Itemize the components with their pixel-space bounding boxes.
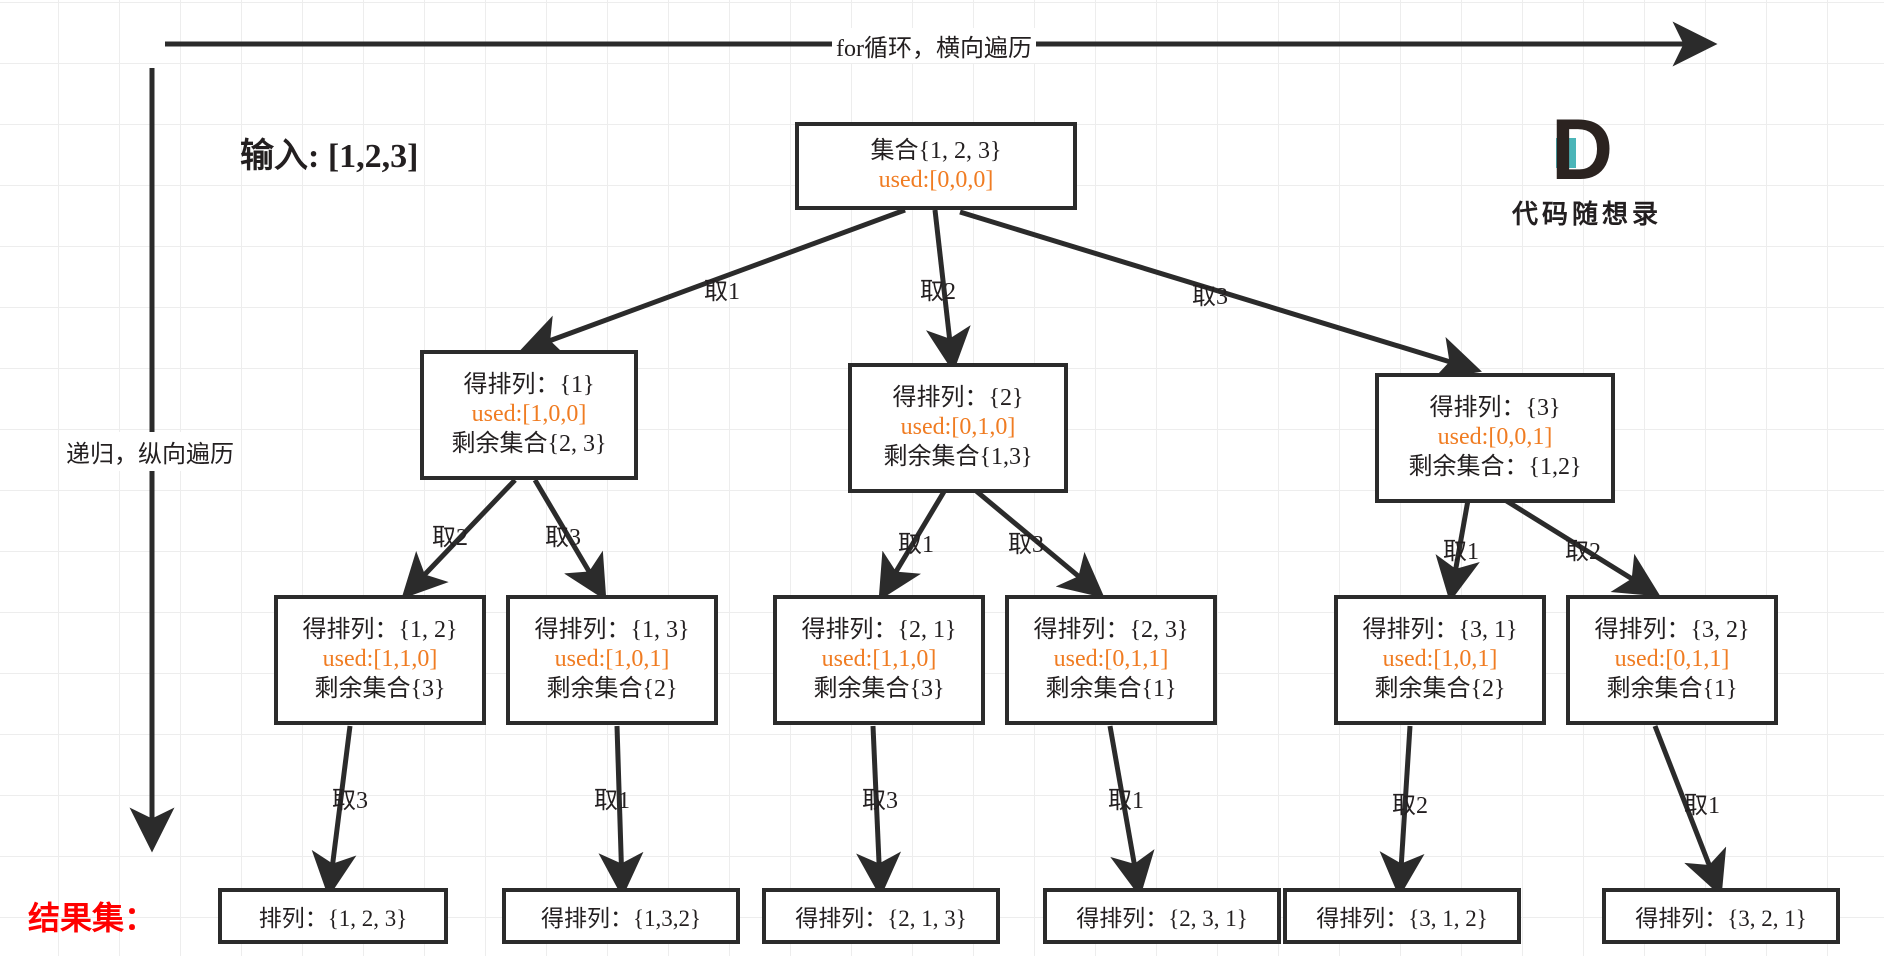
edge-label-root-3: 取3: [1192, 284, 1228, 310]
node-l1c-line1: 得排列：{3}: [1429, 395, 1561, 422]
node-l2c-line3: 剩余集合{3}: [813, 675, 945, 702]
node-root-line1: 集合{1, 2, 3}: [870, 137, 1002, 164]
node-l2a-line1: 得排列：{1, 2}: [302, 617, 458, 644]
result-set-label: 结果集：: [28, 900, 157, 936]
node-l2a[interactable]: 得排列：{1, 2} used:[1,1,0] 剩余集合{3}: [274, 595, 486, 725]
edge-label-leaf-1: 取3: [332, 788, 368, 814]
brand-logo: D 代码随想录: [1512, 102, 1663, 231]
edge-label-l1c-1: 取1: [1443, 539, 1479, 565]
node-l1a-line1: 得排列：{1}: [463, 372, 595, 399]
node-l1c-used: used:[0,0,1]: [1437, 424, 1553, 451]
node-l1c[interactable]: 得排列：{3} used:[0,0,1] 剩余集合：{1,2}: [1375, 373, 1615, 503]
node-l2a-used: used:[1,1,0]: [322, 646, 438, 673]
node-l1b-line1: 得排列：{2}: [892, 385, 1024, 412]
node-l2c-used: used:[1,1,0]: [821, 646, 937, 673]
node-l1a-line3: 剩余集合{2, 3}: [451, 430, 607, 457]
edge-label-leaf-3: 取3: [862, 788, 898, 814]
node-l2d[interactable]: 得排列：{2, 3} used:[0,1,1] 剩余集合{1}: [1005, 595, 1217, 725]
node-l1a-used: used:[1,0,0]: [471, 401, 587, 428]
node-l1a[interactable]: 得排列：{1} used:[1,0,0] 剩余集合{2, 3}: [420, 350, 638, 480]
page-title-input: 输入: [1,2,3]: [240, 138, 419, 175]
edge-label-l1c-2: 取2: [1565, 539, 1601, 565]
edge-label-l1a-1: 取2: [432, 525, 468, 551]
node-l2b-used: used:[1,0,1]: [554, 646, 670, 673]
leaf-node-4[interactable]: 得排列：{2, 3, 1}: [1043, 888, 1281, 944]
node-l2e-line1: 得排列：{3, 1}: [1362, 617, 1518, 644]
node-l2d-used: used:[0,1,1]: [1053, 646, 1169, 673]
axis-vertical-label: 递归，纵向遍历: [62, 432, 238, 471]
edge-label-l1a-2: 取3: [545, 525, 581, 551]
node-l2e-used: used:[1,0,1]: [1382, 646, 1498, 673]
node-root[interactable]: 集合{1, 2, 3} used:[0,0,0]: [795, 122, 1077, 210]
node-l2d-line1: 得排列：{2, 3}: [1033, 617, 1189, 644]
node-root-used: used:[0,0,0]: [878, 167, 994, 193]
edge-label-l1b-1: 取1: [898, 532, 934, 558]
node-l2b[interactable]: 得排列：{1, 3} used:[1,0,1] 剩余集合{2}: [506, 595, 718, 725]
node-l2f-used: used:[0,1,1]: [1614, 646, 1730, 673]
edge-label-leaf-2: 取1: [594, 788, 630, 814]
logo-accent-bar: [1556, 138, 1576, 168]
node-l1b[interactable]: 得排列：{2} used:[0,1,0] 剩余集合{1,3}: [848, 363, 1068, 493]
node-l2c-line1: 得排列：{2, 1}: [801, 617, 957, 644]
node-l2c[interactable]: 得排列：{2, 1} used:[1,1,0] 剩余集合{3}: [773, 595, 985, 725]
node-l2d-line3: 剩余集合{1}: [1045, 675, 1177, 702]
logo-letter: D: [1551, 102, 1613, 198]
leaf-node-3[interactable]: 得排列：{2, 1, 3}: [762, 888, 1000, 944]
node-l2f-line1: 得排列：{3, 2}: [1594, 617, 1750, 644]
node-l2a-line3: 剩余集合{3}: [314, 675, 446, 702]
edge-label-leaf-4: 取1: [1108, 788, 1144, 814]
node-l1c-line3: 剩余集合：{1,2}: [1408, 453, 1582, 480]
node-l1b-used: used:[0,1,0]: [900, 414, 1016, 441]
edge-label-leaf-6: 取1: [1684, 793, 1720, 819]
edge-label-leaf-5: 取2: [1392, 793, 1428, 819]
leaf-node-1[interactable]: 排列：{1, 2, 3}: [218, 888, 448, 944]
axis-horizontal-label: for循环，横向遍历: [832, 28, 1036, 63]
leaf-node-2[interactable]: 得排列：{1,3,2}: [502, 888, 740, 944]
node-l2e[interactable]: 得排列：{3, 1} used:[1,0,1] 剩余集合{2}: [1334, 595, 1546, 725]
node-l2b-line1: 得排列：{1, 3}: [534, 617, 690, 644]
node-l1b-line3: 剩余集合{1,3}: [883, 443, 1033, 470]
node-l2f-line3: 剩余集合{1}: [1606, 675, 1738, 702]
node-l2b-line3: 剩余集合{2}: [546, 675, 678, 702]
logo-wordmark: 代码随想录: [1512, 200, 1663, 229]
edge-label-root-1: 取1: [704, 279, 740, 305]
leaf-node-6[interactable]: 得排列：{3, 2, 1}: [1602, 888, 1840, 944]
edge-label-root-2: 取2: [920, 279, 956, 305]
leaf-node-5[interactable]: 得排列：{3, 1, 2}: [1283, 888, 1521, 944]
node-l2f[interactable]: 得排列：{3, 2} used:[0,1,1] 剩余集合{1}: [1566, 595, 1778, 725]
node-l2e-line3: 剩余集合{2}: [1374, 675, 1506, 702]
logo-d-icon: D: [1551, 102, 1623, 198]
edge-label-l1b-2: 取3: [1008, 532, 1044, 558]
